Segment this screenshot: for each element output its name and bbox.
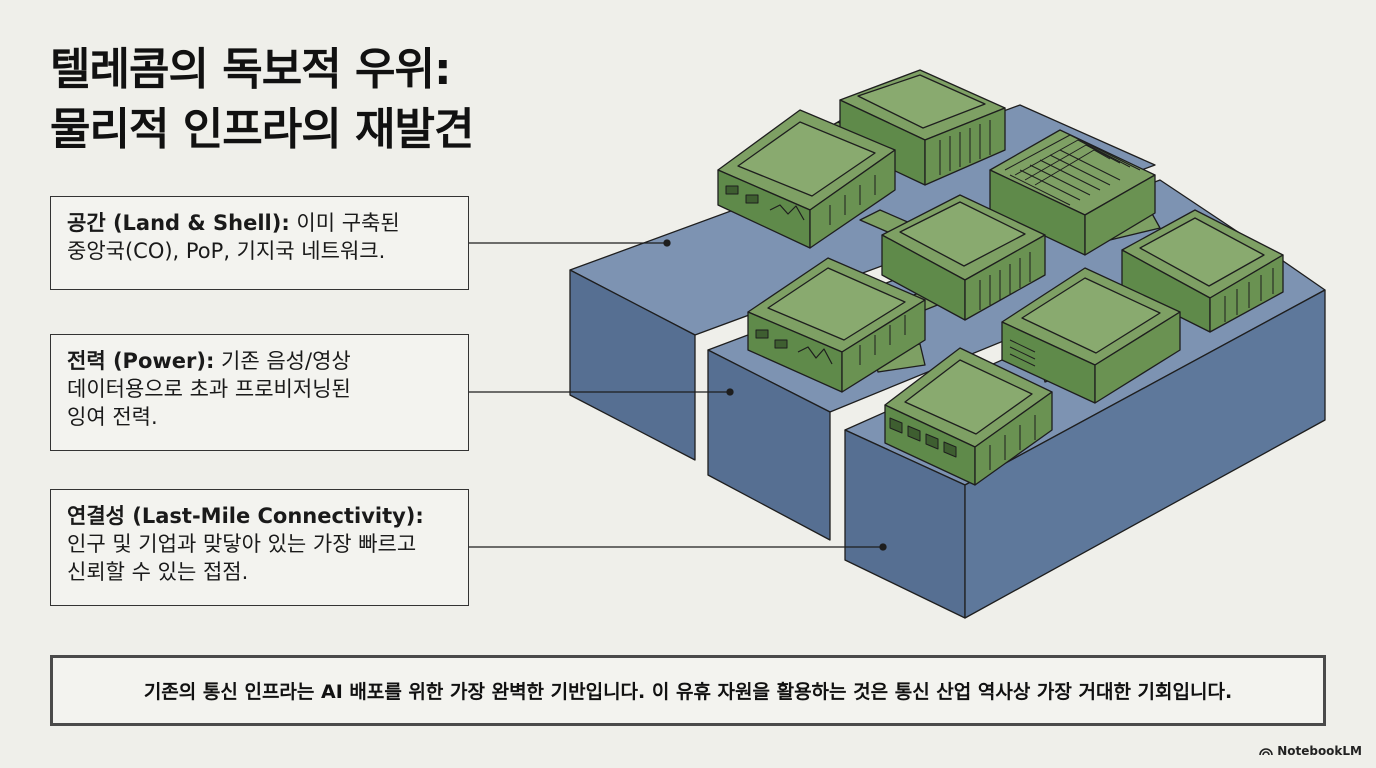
leader-line-connectivity bbox=[469, 543, 887, 551]
callout-space: 공간 (Land & Shell): 이미 구축된 중앙국(CO), PoP, … bbox=[50, 196, 469, 290]
notebooklm-logo-icon bbox=[1259, 748, 1273, 756]
server-module bbox=[881, 194, 1046, 321]
callout-power-body-1: 기존 음성/영상 bbox=[214, 349, 351, 373]
server-module bbox=[717, 109, 896, 249]
server-module bbox=[1121, 209, 1284, 333]
callout-connectivity-body-1: 인구 및 기업과 맞닿아 있는 가장 빠르고 bbox=[67, 532, 417, 556]
callout-power-body-2: 데이터용으로 초과 프로비저닝된 bbox=[67, 377, 351, 401]
callout-connectivity: 연결성 (Last-Mile Connectivity): 인구 및 기업과 맞… bbox=[50, 489, 469, 606]
leader-line-power bbox=[469, 388, 734, 396]
callout-power-heading: 전력 (Power): bbox=[67, 349, 215, 373]
title-line-1: 텔레콤의 독보적 우위: bbox=[50, 44, 452, 95]
server-module bbox=[884, 347, 1053, 486]
page-title: 텔레콤의 독보적 우위: 물리적 인프라의 재발견 bbox=[50, 40, 474, 160]
callout-space-body-1: 이미 구축된 bbox=[289, 211, 400, 235]
title-line-2: 물리적 인프라의 재발견 bbox=[50, 104, 474, 155]
callout-connectivity-heading: 연결성 (Last-Mile Connectivity): bbox=[67, 504, 424, 528]
conclusion-text: 기존의 통신 인프라는 AI 배포를 위한 가장 완벽한 기반입니다. 이 유휴… bbox=[143, 681, 1233, 703]
callout-power-body-3: 잉여 전력. bbox=[67, 405, 158, 429]
brand-label: NotebookLM bbox=[1277, 744, 1362, 758]
server-module bbox=[1001, 267, 1181, 404]
callout-power: 전력 (Power): 기존 음성/영상 데이터용으로 초과 프로비저닝된 잉여… bbox=[50, 334, 469, 451]
server-module bbox=[989, 129, 1156, 256]
server-module bbox=[839, 69, 1006, 186]
callout-connectivity-body-2: 신뢰할 수 있는 접점. bbox=[67, 560, 249, 584]
callout-space-body-2: 중앙국(CO), PoP, 기지국 네트워크. bbox=[67, 239, 386, 263]
callout-space-heading: 공간 (Land & Shell): bbox=[67, 211, 290, 235]
server-module bbox=[747, 257, 926, 393]
brand-watermark: NotebookLM bbox=[1259, 744, 1362, 758]
conclusion-box: 기존의 통신 인프라는 AI 배포를 위한 가장 완벽한 기반입니다. 이 유휴… bbox=[50, 655, 1326, 726]
leader-line-space bbox=[469, 239, 671, 247]
